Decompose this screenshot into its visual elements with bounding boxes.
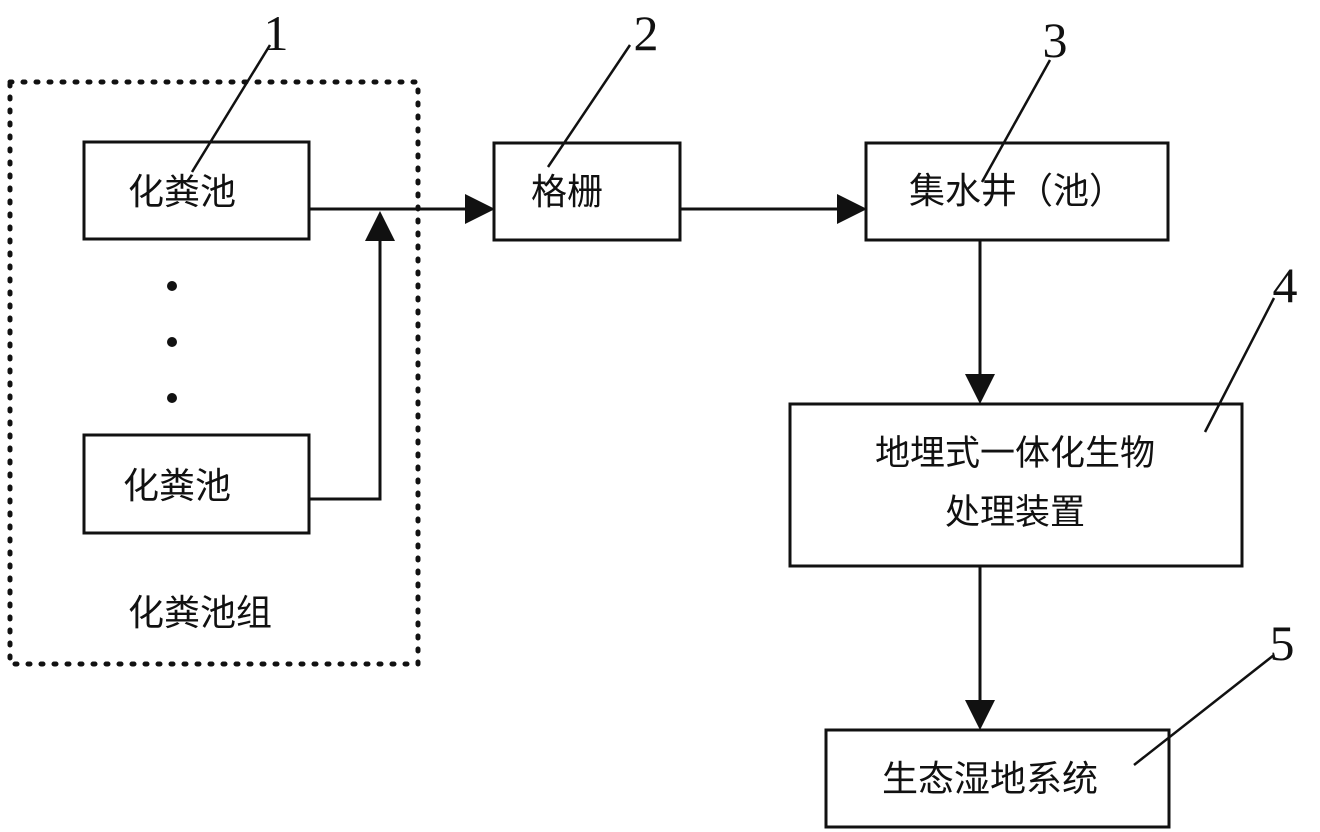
bio-device-label-line2: 处理装置 [945,493,1085,533]
leader-line-5 [1133,654,1275,766]
septic-tank-bottom-label: 化粪池 [123,466,231,507]
callout-number-1: 1 [264,5,289,61]
ellipsis-dot-3 [167,393,177,403]
leader-line-2 [546,44,632,168]
callout-number-3: 3 [1043,12,1068,68]
callout-number-4: 4 [1273,257,1298,313]
bio-device-box [788,402,1244,568]
septic-tank-top-box [82,140,311,241]
septic-tank-top-label: 化粪池 [128,172,236,213]
septic-tank-group-border [7,79,421,667]
grille-label: 格栅 [531,172,603,213]
ellipsis-dot-1 [167,281,177,291]
wetland-label: 生态湿地系统 [882,759,1098,800]
sump-box [864,141,1170,242]
grille-box [492,141,682,242]
septic-tank-group-label: 化粪池组 [128,593,272,634]
bottom-tank-connector [309,211,395,501]
bio-device-label-line1: 地埋式一体化生物 [875,434,1155,474]
callout-number-5: 5 [1270,615,1295,671]
leader-line-3 [980,59,1052,183]
callout-number-2: 2 [634,5,659,61]
ellipsis-dot-2 [167,337,177,347]
septic-tank-bottom-box [82,433,311,535]
wetland-box [824,728,1171,829]
leader-line-1 [190,44,272,173]
sump-label: 集水井（池） [909,171,1125,212]
leader-line-4 [1203,297,1276,433]
